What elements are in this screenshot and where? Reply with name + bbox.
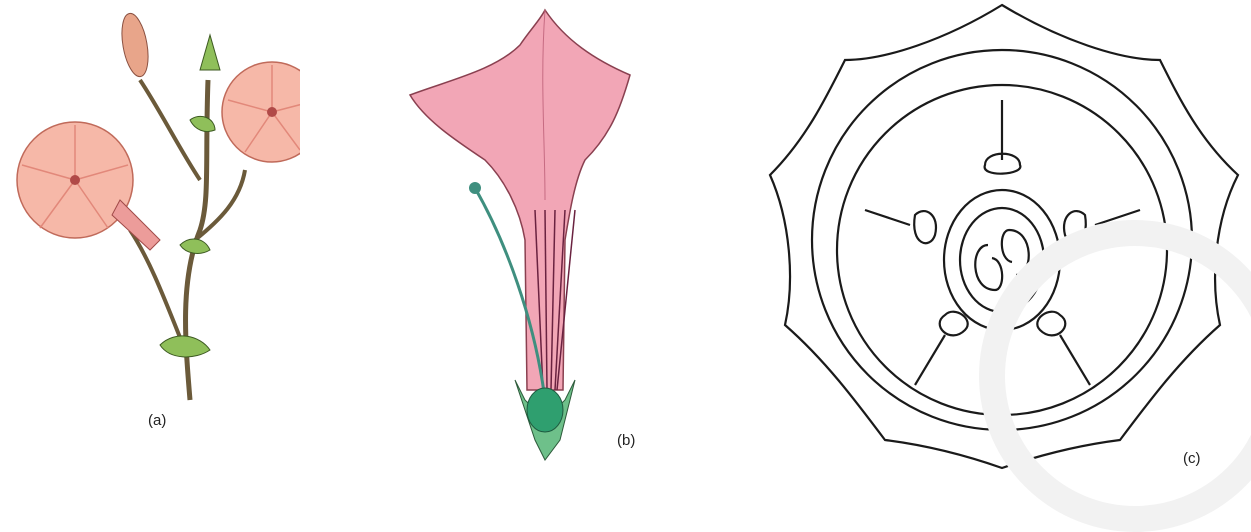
stigma <box>469 182 481 194</box>
panel-label-a: (a) <box>148 412 166 429</box>
flower-section-illustration <box>395 0 645 472</box>
corolla <box>410 10 630 390</box>
flower-right <box>222 62 300 162</box>
ovule <box>975 245 1002 290</box>
flower-bud <box>118 11 153 78</box>
flowering-twig-illustration <box>0 0 300 472</box>
anther <box>914 211 936 243</box>
anther <box>940 312 968 336</box>
leaf <box>160 336 210 357</box>
left-stem <box>130 230 185 350</box>
divider <box>915 335 945 385</box>
divider <box>865 210 910 225</box>
calyx-bud <box>200 35 220 70</box>
ovary <box>527 388 563 432</box>
panel-flowering-twig: (a) <box>0 0 300 472</box>
bud-stem <box>140 80 200 180</box>
leaf <box>190 116 215 131</box>
flower-left <box>17 122 160 250</box>
panel-longitudinal-section: (b) <box>395 0 645 472</box>
leaf <box>180 239 210 253</box>
panel-label-b: (b) <box>617 432 635 449</box>
